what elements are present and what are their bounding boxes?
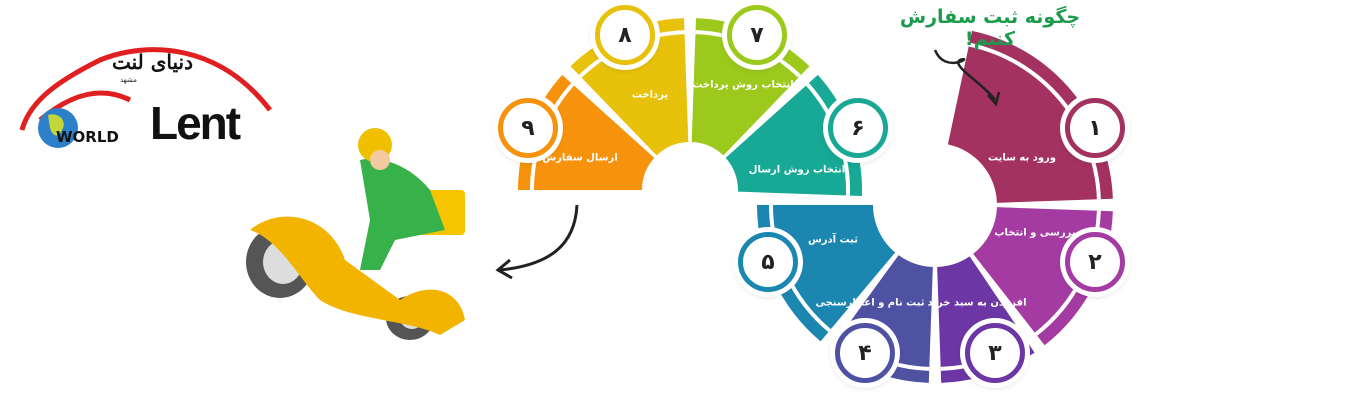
step-number-badge: ۶ [828,98,888,158]
logo-subtitle: مشهد [120,76,137,84]
page-title: چگونه ثبت سفارش کنیم! [899,6,1081,50]
logo-brand-text: Lent [150,97,241,149]
globe-icon [38,108,78,148]
step-number-badge: ۳ [965,323,1025,383]
step-number-badge: ۹ [498,98,558,158]
logo-persian-text: دنیای لنت [112,50,193,74]
step-label: ورود به سایت [987,152,1057,164]
step-number-badge: ۸ [595,5,655,65]
step-label: انتخاب روش پرداخت [692,79,794,91]
step-label: ثبت آدرس [807,234,859,246]
step-label: پرداخت [631,89,669,101]
step-segment-6 [725,74,862,197]
step-segment-9 [518,74,655,190]
step-label: ثبت نام و اعتبارسنجی [815,297,925,309]
step-number-badge: ۱ [1065,98,1125,158]
step-label: ارسال سفارش [542,152,618,164]
step-segment-5 [757,205,896,342]
step-number-badge: ۲ [1065,232,1125,292]
logo-world-text: WORLD [56,128,119,146]
step-label: بررسی و انتخاب [994,227,1076,239]
curved-arrow-left-icon [495,204,579,280]
step-number-badge: ۷ [727,5,787,65]
curved-arrow-top-icon [933,49,1001,107]
step-label: انتخاب روش ارسال [748,164,846,176]
scooter-illustration [246,128,465,340]
step-label: افزودن به سبد خرید [927,297,1027,309]
step-number-badge: ۴ [835,323,895,383]
step-segment-1 [947,30,1113,203]
step-segment-arc [968,42,1101,200]
step-number-badge: ۵ [738,232,798,292]
